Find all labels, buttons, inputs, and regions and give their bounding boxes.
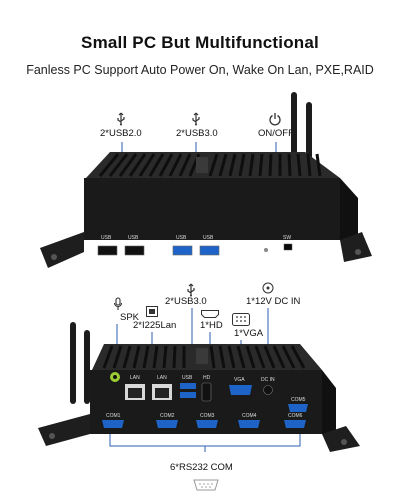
callout-dc: 1*12V DC IN (246, 296, 301, 307)
port-label-dcin: DC IN (261, 377, 275, 383)
callout-vga: 1*VGA (234, 328, 264, 339)
port-label-sw: SW (283, 235, 292, 241)
port-label-vga: VGA (234, 377, 245, 383)
usb-icon (184, 283, 198, 297)
callout-com: 6*RS232 COM (170, 462, 233, 473)
lan-icon (146, 306, 158, 317)
callout-lan: 2*I225Lan (133, 320, 177, 331)
port-label-usb: USB (101, 235, 112, 241)
page-title: Small PC But Multifunctional (81, 33, 319, 52)
port-label-lan: LAN (157, 375, 167, 381)
port-label-com6: COM6 (288, 413, 303, 419)
microphone-icon (113, 297, 123, 311)
callout-usb3-bottom: 2*USB3.0 (165, 296, 207, 307)
vga-icon (232, 313, 250, 326)
dc-power-icon (262, 282, 274, 294)
usb-icon (189, 112, 203, 126)
port-label-com3: COM3 (200, 413, 215, 419)
port-label-lan: LAN (130, 375, 140, 381)
mini-pc-top-illustration (40, 92, 372, 268)
callout-spk: SPK (120, 312, 140, 323)
port-label-usb: USB (182, 375, 193, 381)
port-label-com5: COM5 (291, 397, 306, 403)
port-label-usb: USB (203, 235, 214, 241)
callout-hd: 1*HD (200, 320, 223, 331)
callout-usb2: 2*USB2.0 (100, 128, 142, 139)
port-label-usb: USB (176, 235, 187, 241)
port-label-com1: COM1 (106, 413, 121, 419)
callout-power: ON/OFF (258, 128, 294, 139)
port-label-usb: USB (128, 235, 139, 241)
usb-icon (114, 112, 128, 126)
power-icon (268, 112, 282, 126)
port-label-com2: COM2 (160, 413, 175, 419)
hdmi-icon (201, 310, 219, 318)
port-label-hd: HD (203, 375, 211, 381)
port-label-com4: COM4 (242, 413, 257, 419)
callout-usb3: 2*USB3.0 (176, 128, 218, 139)
page-subtitle: Fanless PC Support Auto Power On, Wake O… (26, 63, 374, 77)
